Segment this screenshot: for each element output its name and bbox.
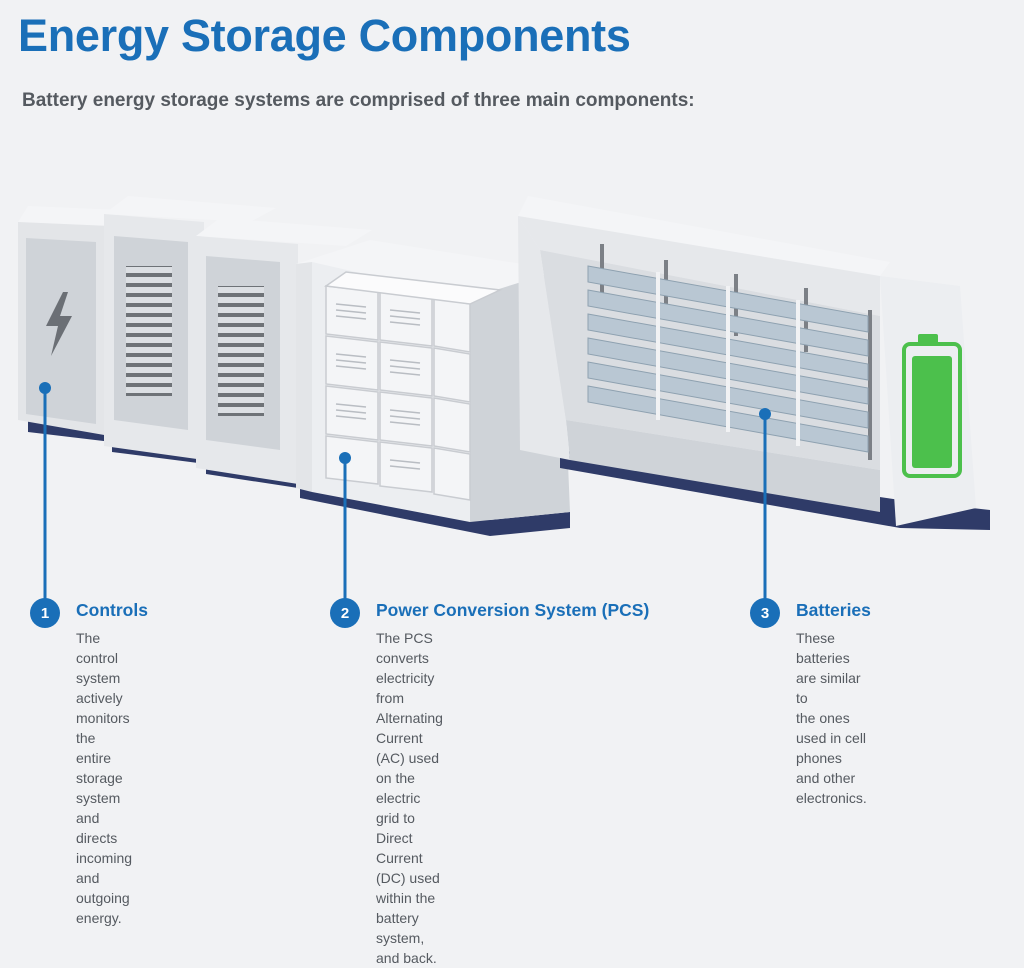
energy-storage-illustration [18,196,990,600]
number-badge-2: 2 [330,598,360,628]
component-title: Batteries [796,600,871,620]
callout-1-leader [39,382,51,600]
description-line: and outgoing energy. [76,870,130,926]
page-subtitle: Battery energy storage systems are compr… [22,90,695,111]
component-description: These batteries are similar to the ones … [796,628,867,808]
component-description: The control system actively monitors the… [76,628,132,928]
number-badge-3: 3 [750,598,780,628]
description-line: Current (AC) used on the electric grid t… [376,730,440,846]
callout-2-leader [339,452,351,600]
component-title: Controls [76,600,148,620]
description-line: The PCS converts electricity from Altern… [376,630,443,726]
description-line: monitors the entire storage [76,710,130,786]
controls-cabinet [18,206,120,442]
component-description: The PCS converts electricity from Altern… [376,628,443,968]
cabinet-2 [104,196,276,464]
description-line: The control system actively [76,630,123,706]
callout-3-leader [759,408,771,600]
battery-racks [587,244,872,460]
battery-container [518,196,990,530]
lightning-bolt-icon [46,292,72,356]
description-line: Current (DC) used within the battery sys… [376,850,440,946]
description-line: and other electronics. [796,770,867,806]
description-line: These batteries are similar to [796,630,861,706]
cabinet-3 [196,218,372,488]
component-title: Power Conversion System (PCS) [376,600,650,620]
page-title: Energy Storage Components [18,10,631,61]
description-line: system and directs incoming [76,790,133,866]
battery-icon [902,334,962,478]
description-line: and back. [376,950,437,966]
description-line: the ones used in cell phones [796,710,867,766]
number-badge-1: 1 [30,598,60,628]
